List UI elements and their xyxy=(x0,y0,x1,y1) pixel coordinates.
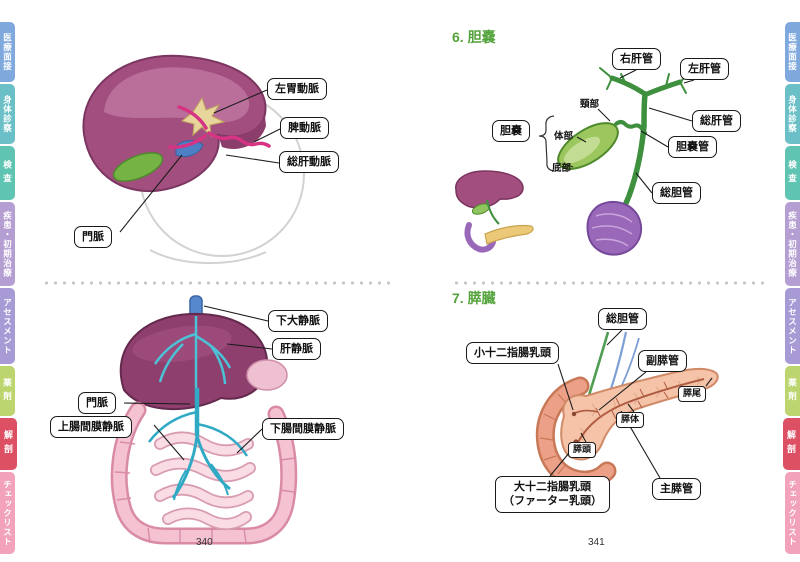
small-intestine xyxy=(150,431,256,530)
tab-medication-right: 薬剤 xyxy=(785,366,800,416)
label-gallbladder-neck: 頸部 xyxy=(580,99,600,110)
right-tab-index: 医療面接 身体診察 検査 疾患・初期治療 アセスメント 薬剤 解剖 チェックリス… xyxy=(782,0,800,562)
label-common-hepatic-artery: 総肝動脈 xyxy=(279,151,339,174)
portal-system-illustration xyxy=(110,295,298,545)
label-common-hepatic-duct: 総肝管 xyxy=(692,110,741,133)
label-superior-mesenteric-vein: 上腸間膜静脈 xyxy=(50,416,132,439)
label-cystic-duct: 胆嚢管 xyxy=(668,136,717,159)
label-main-pancreatic-duct: 主膵管 xyxy=(652,478,701,501)
leader-lines xyxy=(119,89,281,233)
duodenum xyxy=(586,200,643,256)
tab-anatomy: 解剖 xyxy=(0,418,17,470)
figure-biliary-tree: 右肝管 左肝管 頸部 総肝管 胆嚢 体部 胆嚢管 底部 総胆管 xyxy=(440,18,775,278)
label-pancreas-tail: 膵尾 xyxy=(678,386,707,402)
leader-lines xyxy=(123,305,273,461)
tab-examination: 検査 xyxy=(0,146,15,200)
label-common-bile-duct: 総胆管 xyxy=(598,308,647,331)
tab-physical-exam: 身体診察 xyxy=(0,84,15,144)
tab-physical-exam-right: 身体診察 xyxy=(785,84,800,144)
label-gallbladder: 胆嚢 xyxy=(492,120,530,143)
tab-assessment-right: アセスメント xyxy=(785,288,800,364)
label-inferior-mesenteric-vein: 下腸間膜静脈 xyxy=(262,418,344,441)
label-pancreas-body: 膵体 xyxy=(616,412,645,428)
label-gallbladder-fundus: 底部 xyxy=(552,163,572,174)
label-minor-duodenal-papilla: 小十二指腸乳頭 xyxy=(466,342,559,365)
label-left-gastric-artery: 左胃動脈 xyxy=(267,78,327,101)
tab-medical-interview-right: 医療面接 xyxy=(785,22,800,82)
label-major-duodenal-papilla: 大十二指腸乳頭 （ファーター乳頭） xyxy=(495,476,610,513)
page-number-left: 340 xyxy=(196,537,213,548)
liver xyxy=(119,312,269,411)
left-tab-index: 医療面接 身体診察 検査 疾患・初期治療 アセスメント 薬剤 解剖 チェックリス… xyxy=(0,0,18,562)
label-splenic-artery: 脾動脈 xyxy=(280,117,329,140)
dotted-separator-left xyxy=(42,281,390,285)
page-number-right: 341 xyxy=(588,537,605,548)
tab-assessment: アセスメント xyxy=(0,288,15,364)
figure-portal-system: 下大静脈 肝静脈 門脈 上腸間膜静脈 下腸間膜静脈 xyxy=(30,292,395,547)
label-left-hepatic-duct: 左肝管 xyxy=(680,58,729,81)
tab-medical-interview: 医療面接 xyxy=(0,22,15,82)
leader-lines xyxy=(563,69,695,194)
overview-inset xyxy=(455,170,534,253)
label-portal-vein: 門脈 xyxy=(78,392,116,415)
gallbladder-bracket xyxy=(538,115,555,172)
gallbladder xyxy=(557,122,619,170)
figure-hepatic-arteries: 左胃動脈 脾動脈 総肝動脈 門脈 xyxy=(30,14,395,279)
main-pancreatic-duct xyxy=(577,378,705,443)
tab-disease-initial-treatment: 疾患・初期治療 xyxy=(0,202,15,286)
portal-vein xyxy=(175,140,204,158)
figure-pancreas: 総胆管 小十二指腸乳頭 副膵管 膵尾 膵体 膵頭 大十二指腸乳頭 （ファーター乳… xyxy=(440,300,775,545)
minor-papilla-dot xyxy=(571,411,577,417)
label-portal-vein: 門脈 xyxy=(74,226,112,249)
label-gallbladder-body: 体部 xyxy=(554,131,574,142)
tab-medication: 薬剤 xyxy=(0,366,15,416)
label-right-hepatic-duct: 右肝管 xyxy=(612,48,661,71)
label-accessory-pancreatic-duct: 副膵管 xyxy=(638,350,687,373)
dotted-separator-right xyxy=(452,281,770,285)
label-hepatic-vein: 肝静脈 xyxy=(272,338,321,361)
section-heading-gallbladder: 6. 胆嚢 xyxy=(452,29,496,45)
liver xyxy=(82,54,267,193)
tab-examination-right: 検査 xyxy=(785,146,800,200)
tab-anatomy-right: 解剖 xyxy=(783,418,800,470)
tab-checklist-right: チェックリスト xyxy=(785,472,800,554)
section-heading-pancreas: 7. 膵臓 xyxy=(452,290,496,306)
hepatic-arteries-illustration xyxy=(82,54,305,264)
label-pancreas-head: 膵頭 xyxy=(568,442,597,458)
celiac-fat-pad xyxy=(180,96,226,138)
mesenteric-veins xyxy=(148,388,249,501)
gallbladder xyxy=(112,152,164,182)
colon xyxy=(110,401,298,545)
accessory-pancreatic-duct xyxy=(574,409,599,414)
hepatic-veins xyxy=(153,316,232,388)
label-common-bile-duct: 総胆管 xyxy=(652,182,701,205)
biliary-tree-illustration xyxy=(455,67,695,256)
arteries xyxy=(168,105,271,149)
label-inferior-vena-cava: 下大静脈 xyxy=(268,310,328,333)
tab-checklist: チェックリスト xyxy=(0,472,15,554)
stomach-pylorus xyxy=(246,359,288,391)
tab-disease-initial-treatment-right: 疾患・初期治療 xyxy=(785,202,800,286)
